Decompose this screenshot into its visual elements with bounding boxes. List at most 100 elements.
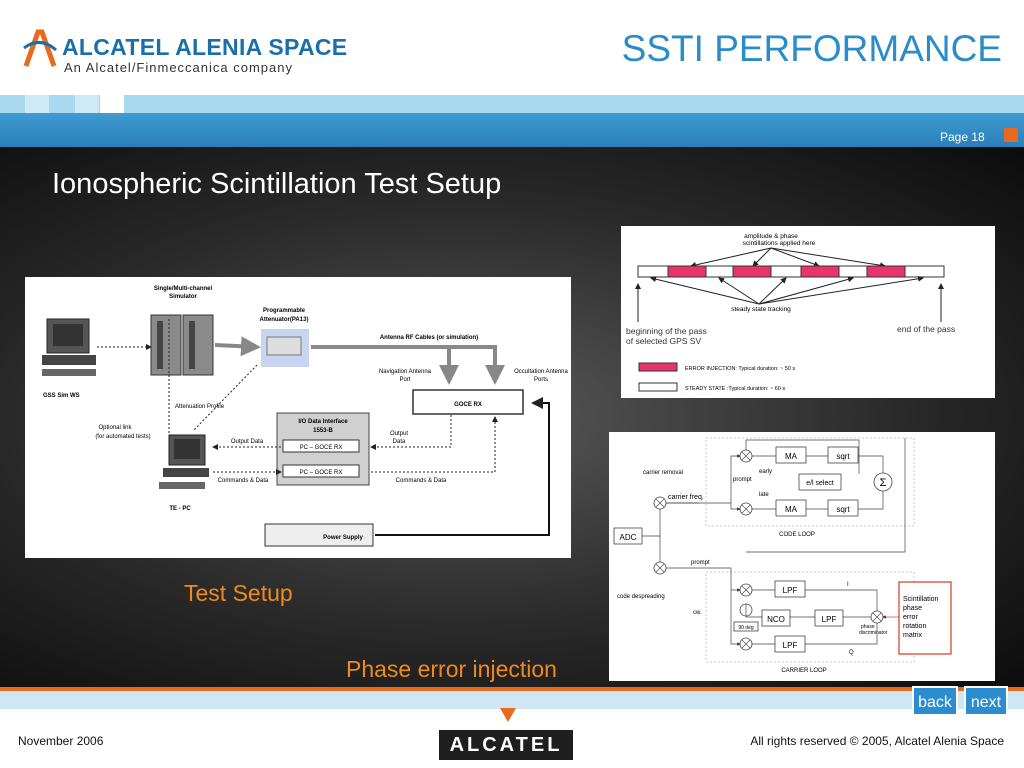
decor-square [75,95,99,113]
ma-top: MA [785,452,798,461]
next-button[interactable]: next [964,686,1008,716]
rf-cables-label: Antenna RF Cables (or simulation) [380,335,478,341]
header-stripe-light [0,95,1024,113]
pc-goce-rx-2: PC – GOCE RX [300,470,343,476]
gss-workstation-icon [42,318,96,376]
scint-label-5: matrix [903,632,923,639]
power-supply-label: Power Supply [323,535,363,541]
section-title: Ionospheric Scintillation Test Setup [52,168,502,200]
optional-link-label: Optional link [98,425,132,431]
carrier-loop-label: CARRIER LOOP [781,668,826,674]
gss-sim-ws-label: GSS Sim WS [43,393,80,399]
error-segment [866,265,906,278]
goce-rx-box [412,389,524,415]
deg90-label: 90 deg [738,625,754,631]
occ-port-label: Occultation Antenna [514,369,568,375]
carrier-removal-label: carrier removal [643,470,683,476]
phase-disc-label: phase [861,624,875,630]
down-triangle-icon [500,708,516,722]
slide-title: SSTI PERFORMANCE [621,28,1002,69]
code-despreading-label: code despreading [617,594,665,600]
company-tagline: An Alcatel/Finmeccanica company [64,60,293,75]
attenuator-label: Programmable [263,308,306,314]
i-label: I [847,582,849,588]
commands-data-left-label: Commands & Data [218,478,269,484]
prompt-label: prompt [691,560,710,566]
late-label: late [759,492,769,498]
sqrt-bottom: sqrt [836,505,850,514]
timeline-top-label: amplitude & phase [744,233,798,240]
company-name: ALCATEL ALENIA SPACE [62,34,348,60]
alcatel-alenia-logo-icon [23,29,57,67]
scint-label-2: phase [903,605,922,612]
begin-pass-label-2: of selected GPS SV [626,336,701,346]
te-pc-label: TE - PC [169,506,191,512]
orange-square-icon [1004,128,1018,142]
simulator-rack-icon [150,314,214,376]
decor-square [25,95,49,113]
phase-error-loop-diagram: carrier removal Σ MA sqrt early prompt e… [609,432,995,681]
io-interface-label-2: 1553-B [313,428,333,434]
sigma-label: Σ [880,477,887,489]
code-loop-label: CODE LOOP [779,532,815,538]
el-select-label: e/l select [806,480,834,487]
output-data-left-label: Output Data [231,439,264,445]
attenuation-profile-label: Attenuation Profile [175,404,225,410]
footer-copyright: All rights reserved © 2005, Alcatel Alen… [750,734,1004,748]
scintillation-matrix-box [898,581,952,655]
attenuator-label-2: Attenuator(PA13) [260,317,309,323]
goce-rx-label: GOCE RX [454,402,482,408]
error-segment [800,265,840,278]
ma-bottom: MA [785,505,798,514]
nav-port-label-2: Port [399,377,410,383]
back-button[interactable]: back [912,686,958,716]
scint-label-1: Scintillation [903,596,939,603]
error-segment [732,265,772,278]
power-supply-box [264,523,374,547]
optional-link-label-2: (for automated tests) [95,434,150,440]
legend-error-swatch [638,362,678,372]
phase-disc-label-2: discriminator [859,630,888,636]
begin-pass-label: beginning of the pass [626,326,707,336]
nco-label: NCO [767,615,785,624]
nav-port-label: Navigation Antenna [379,369,432,375]
output-data-right-label-2: Data [393,439,406,445]
legend-steady-label: STEADY STATE :Typical duration: ~ 60 s [685,386,785,392]
error-segment [667,265,707,278]
occ-port-label-2: Ports [534,377,548,383]
page-number: Page 18 [940,130,985,144]
footer-date: November 2006 [18,734,104,748]
test-setup-diagram: GSS Sim WS Single/Multi-channel Simulato… [25,277,571,558]
footer-orange-line [0,687,1024,691]
header-stripe-dark [0,113,1024,147]
phase-error-caption: Phase error injection [346,656,557,682]
lpf-top: LPF [783,586,798,595]
legend-steady-swatch [638,382,678,392]
adc-label: ADC [620,533,637,542]
io-interface-label: I/O Data Interface [298,419,348,425]
scint-label-3: error [903,614,918,621]
decor-square [100,95,124,113]
cw-label: cw. [693,610,702,616]
commands-data-right-label: Commands & Data [396,478,447,484]
carrier-freq-label: carrier freq. [668,494,704,501]
legend-error-label: ERROR INJECTION: Typical duration: ~ 50 … [685,366,795,372]
scintillation-timeline-diagram: amplitude & phase scintillations applied… [621,226,995,398]
alcatel-brand-logo: ALCATEL [439,730,573,760]
timeline-top-label-2: scintillations applied here [743,240,816,247]
end-pass-label: end of the pass [897,324,955,334]
footer-stripe [0,691,1024,709]
simulator-label-2: Simulator [169,294,197,300]
lpf-bottom: LPF [783,641,798,650]
pc-goce-rx-1: PC – GOCE RX [300,445,343,451]
sqrt-top: sqrt [836,452,850,461]
lpf-mid: LPF [822,615,837,624]
steady-state-label: steady state tracking [731,306,791,313]
simulator-label: Single/Multi-channel [154,286,213,292]
early-label: early [759,469,772,475]
output-data-right-label: Output [390,431,408,437]
test-setup-caption: Test Setup [184,580,293,606]
scint-label-4: rotation [903,623,926,630]
slide-header [0,0,1024,95]
prompt-small-label: prompt [733,477,752,483]
